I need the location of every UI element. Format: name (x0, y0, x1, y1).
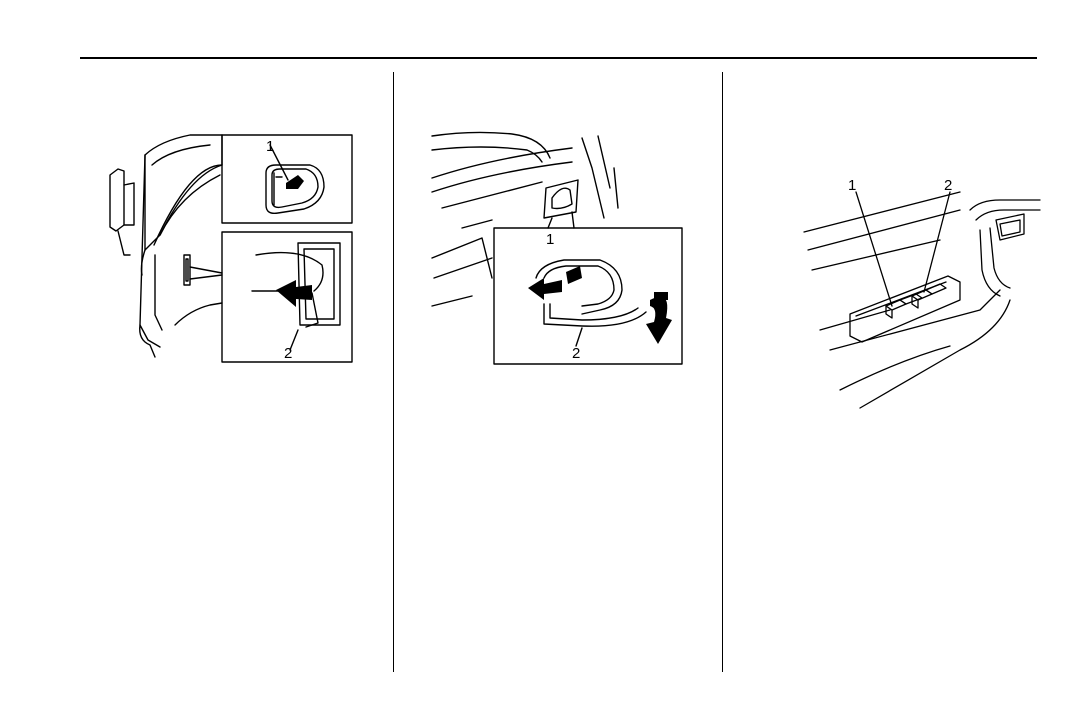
callout-2: 2 (572, 345, 580, 362)
illustration-window-switches: 1 2 (800, 170, 1040, 415)
lock-button-icon (286, 175, 304, 189)
callout-1: 1 (266, 138, 274, 155)
callout-2: 2 (284, 345, 292, 362)
callout-2: 2 (944, 177, 952, 194)
pull-arrow-icon (276, 280, 312, 307)
column-divider-left (393, 72, 394, 672)
callout-1: 1 (848, 177, 856, 194)
callout-1: 1 (546, 231, 554, 248)
inset-box (494, 228, 682, 364)
illustration-exterior-door: 1 2 (100, 125, 360, 370)
column-divider-right (722, 72, 723, 672)
figure-exterior-door-handle: 1 2 (100, 125, 360, 370)
figure-interior-door-handle: 1 2 (432, 128, 692, 368)
rotate-arrow-icon (646, 297, 672, 344)
mirror-shape (110, 169, 124, 231)
lock-button-icon (566, 266, 582, 284)
illustration-interior-door: 1 2 (432, 128, 692, 368)
pull-arrow-icon (528, 278, 562, 300)
header-rule (80, 57, 1037, 59)
figure-window-switches: 1 2 (800, 170, 1040, 415)
